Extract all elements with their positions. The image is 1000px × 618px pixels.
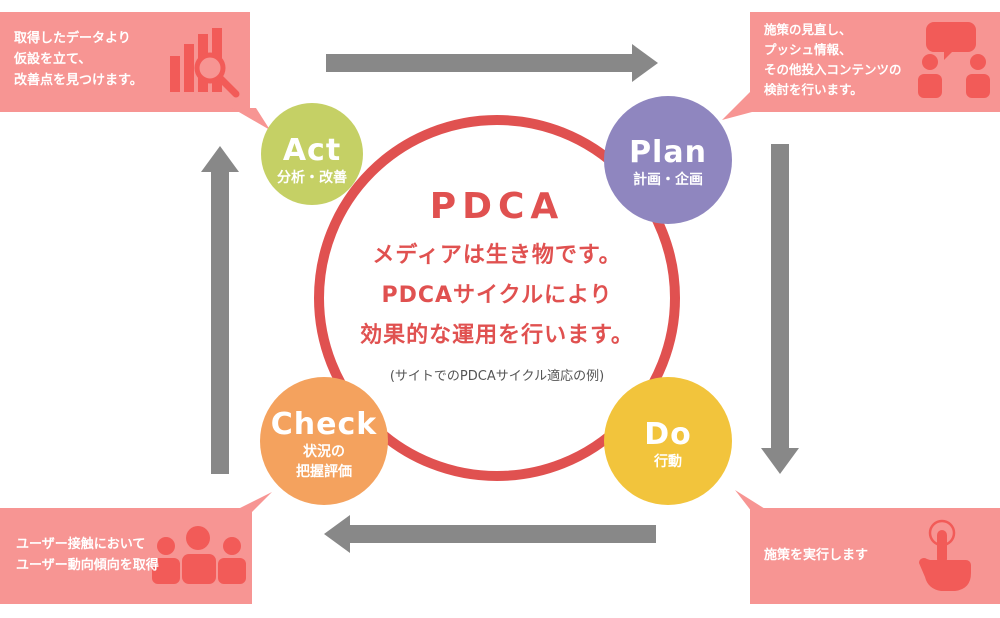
arrow-up bbox=[201, 146, 239, 474]
note-line: 検討を行います。 bbox=[764, 82, 863, 97]
pointing-hand-icon bbox=[919, 519, 971, 591]
note-bottom-left-text: ユーザー接触において ユーザー動向傾向を取得 bbox=[16, 534, 159, 576]
note-top-right-text: 施策の見直し、 プッシュ情報、 その他投入コンテンツの 検討を行います。 bbox=[764, 20, 902, 100]
note-line: プッシュ情報、 bbox=[764, 42, 852, 57]
note-line: 施策の見直し、 bbox=[764, 22, 852, 37]
check-name: Check bbox=[270, 407, 378, 442]
do-circle bbox=[604, 377, 732, 505]
check-label: Check 状況の 把握評価 bbox=[260, 408, 388, 482]
note-line: 仮設を立て、 bbox=[14, 52, 92, 67]
note-line: 改善点を見つけます。 bbox=[14, 73, 143, 88]
note-line: 施策を実行します bbox=[764, 548, 869, 563]
note-bottom-right-text: 施策を実行します bbox=[764, 545, 868, 566]
center-block: PDCA メディアは生き物です。 PDCAサイクルにより 効果的な運用を行います… bbox=[340, 186, 654, 384]
arrow-right bbox=[326, 44, 658, 82]
note-line: ユーザー接触において bbox=[16, 537, 146, 552]
arrow-left bbox=[324, 515, 656, 553]
do-subtitle: 行動 bbox=[654, 454, 682, 470]
act-circle bbox=[261, 103, 363, 205]
note-line: その他投入コンテンツの bbox=[764, 62, 902, 77]
center-line: PDCAサイクルにより bbox=[381, 283, 613, 308]
do-label: Do 行動 bbox=[604, 418, 732, 472]
center-line: メディアは生き物です。 bbox=[372, 243, 622, 268]
act-subtitle: 分析・改善 bbox=[277, 170, 347, 186]
do-name: Do bbox=[644, 417, 692, 452]
plan-name: Plan bbox=[629, 135, 707, 170]
act-label: Act 分析・改善 bbox=[262, 134, 362, 188]
plan-subtitle: 計画・企画 bbox=[633, 172, 703, 188]
arrow-down bbox=[761, 144, 799, 474]
note-line: ユーザー動向傾向を取得 bbox=[16, 558, 159, 573]
check-circle bbox=[260, 377, 388, 505]
users-group-icon bbox=[152, 526, 246, 584]
center-line: 効果的な運用を行います。 bbox=[360, 323, 634, 348]
plan-label: Plan 計画・企画 bbox=[604, 136, 732, 190]
note-line: 取得したデータより bbox=[14, 31, 131, 46]
cycle-ring bbox=[314, 115, 680, 481]
note-top-left-text: 取得したデータより 仮設を立て、 改善点を見つけます。 bbox=[14, 28, 143, 91]
plan-circle bbox=[604, 96, 732, 224]
check-subtitle-line: 把握評価 bbox=[296, 464, 352, 480]
center-note: (サイトでのPDCAサイクル適応の例) bbox=[389, 369, 605, 384]
act-name: Act bbox=[282, 133, 342, 168]
check-subtitle-line: 状況の bbox=[303, 444, 345, 460]
chart-magnifier-icon bbox=[170, 28, 240, 98]
people-chat-icon bbox=[918, 22, 990, 98]
center-title: PDCA bbox=[429, 186, 565, 227]
